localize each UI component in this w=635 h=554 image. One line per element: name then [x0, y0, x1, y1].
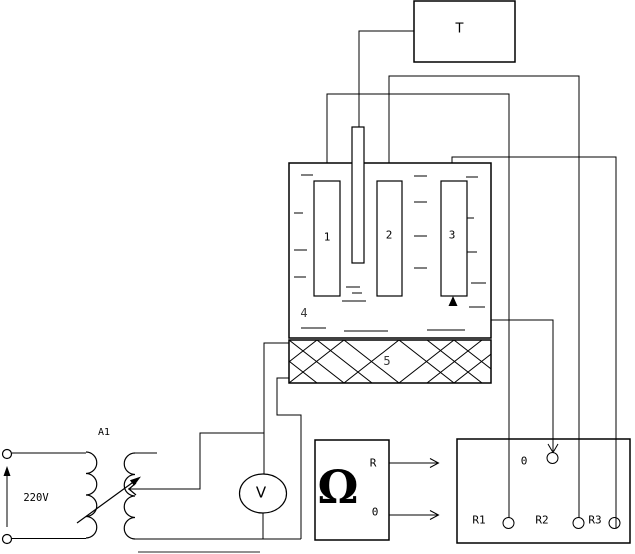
terminal-0-label: 0 — [520, 454, 528, 468]
terminal-r2 — [572, 517, 585, 529]
arrow-right-icon — [389, 458, 440, 468]
electrode-1-label: 1 — [323, 230, 331, 244]
mains-source — [1, 448, 13, 545]
ohmmeter-box — [314, 439, 390, 541]
electrode-1 — [313, 180, 341, 297]
heater-hatch — [289, 340, 491, 383]
terminal-box-wires — [508, 439, 617, 529]
terminal-r1-label: R1 — [472, 513, 486, 527]
wire-variac-output — [128, 432, 264, 490]
variac-wiper-arrow — [76, 481, 135, 524]
tank-label: 4 — [300, 306, 308, 320]
transformer-label: A1 — [97, 427, 111, 438]
terminal-box-terminals — [502, 443, 621, 529]
variac-contact-mark — [128, 482, 137, 496]
wire-t-probe — [358, 30, 414, 127]
terminal-r1 — [502, 517, 515, 529]
wire-electrode2-r2 — [388, 75, 580, 518]
mains-terminal-bottom — [1, 533, 13, 545]
electrode-3-label: 3 — [448, 228, 456, 242]
transformer-secondary-coil — [123, 452, 136, 540]
mains-direction-arrowhead-icon — [3, 466, 11, 476]
arrow-right-icon — [389, 510, 440, 520]
temperature-controller-box — [413, 0, 516, 63]
wire-heater-bottom — [276, 377, 302, 539]
electrode3-arrowhead-icon — [448, 296, 458, 306]
liquid-dashes — [294, 174, 486, 332]
variac-wiper-arrowhead-icon — [129, 476, 141, 486]
terminal-box — [456, 438, 631, 544]
voltmeter-label: V — [255, 483, 267, 502]
temperature-probe-tube — [351, 126, 365, 264]
ohmmeter-output-arrows — [389, 458, 440, 520]
terminal-r3-label: R3 — [588, 513, 602, 527]
transformer-primary-coil — [85, 451, 98, 539]
voltmeter-body — [238, 473, 288, 514]
mains-voltage-label: 220V — [23, 491, 49, 504]
terminal-0 — [546, 452, 559, 464]
mains-terminal-top — [1, 448, 13, 460]
terminal-0-arrowhead-icon — [547, 443, 559, 453]
terminal-r2-label: R2 — [535, 513, 549, 527]
electrode-2 — [376, 180, 403, 297]
wire-electrode1-r1 — [326, 93, 510, 518]
ohmmeter-0-label: 0 — [371, 505, 379, 519]
wire-heater-top — [263, 342, 289, 474]
transformer — [76, 451, 141, 540]
electrode-3 — [440, 180, 468, 297]
electrode-2-label: 2 — [385, 228, 393, 242]
temperature-controller-label: T — [455, 21, 464, 37]
electrodes — [313, 126, 468, 297]
ohmmeter-symbol: Ω — [317, 460, 359, 514]
ohmmeter-r-label: R — [369, 456, 377, 470]
terminal-r3 — [608, 517, 621, 529]
heater-label: 5 — [383, 354, 391, 368]
